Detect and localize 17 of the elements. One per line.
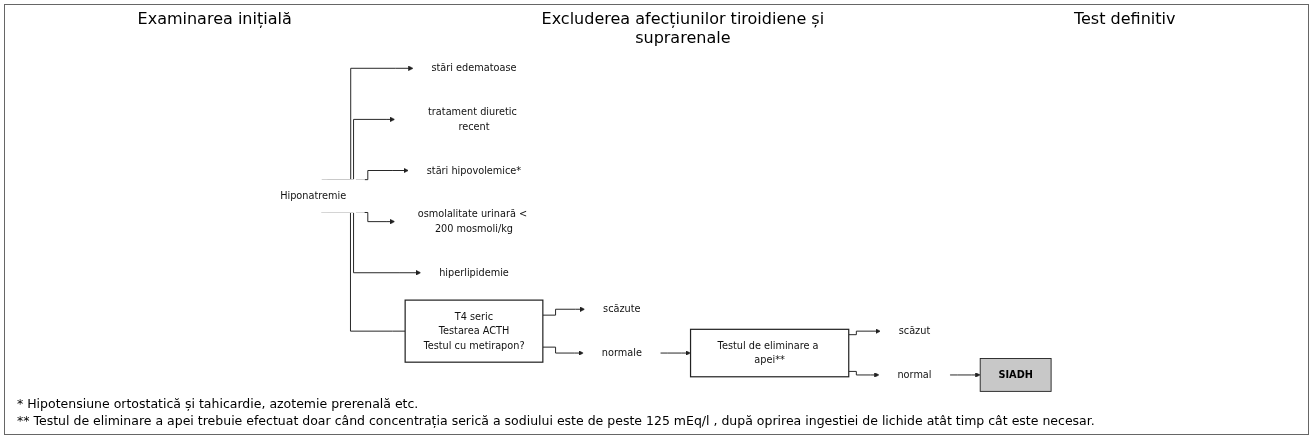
node-text: stări edematoase [431,62,517,74]
node-box: Testul de eliminare a apei** [689,328,850,378]
node-text: tratament diuretic recent [428,106,517,133]
node-text: normal [897,368,932,381]
node-box: T4 seric Testarea ACTH Testul cu metirapon? [404,299,544,363]
node-box: SIADH [979,358,1052,392]
node-text: scăzut [898,325,931,337]
node-text: osmolalitate urinară < 200 mosmoli/kg [417,208,528,235]
node-text: stări hipovolemice* [426,164,522,176]
node-text: normale [601,346,642,359]
column-heading: Excluderea afecțiunilor tiroidiene și suprarenale [540,9,826,47]
node-text: scăzute [603,303,641,315]
column-heading: Examinarea inițială [137,9,292,30]
footnote: ** Testul de eliminare a apei trebuie efectuat doar când concentrația serică a sodiului este de peste 125 mEq/l , după oprirea ingestiei de lichide atât timp cât este necesar. [17,413,1096,430]
node-text: hiperlipidemie [439,266,509,279]
footnote: * Hipotensiune ortostatică și tahicardie, azotemie prerenală etc. [17,396,420,414]
column-heading: Test definitiv [1073,9,1176,30]
